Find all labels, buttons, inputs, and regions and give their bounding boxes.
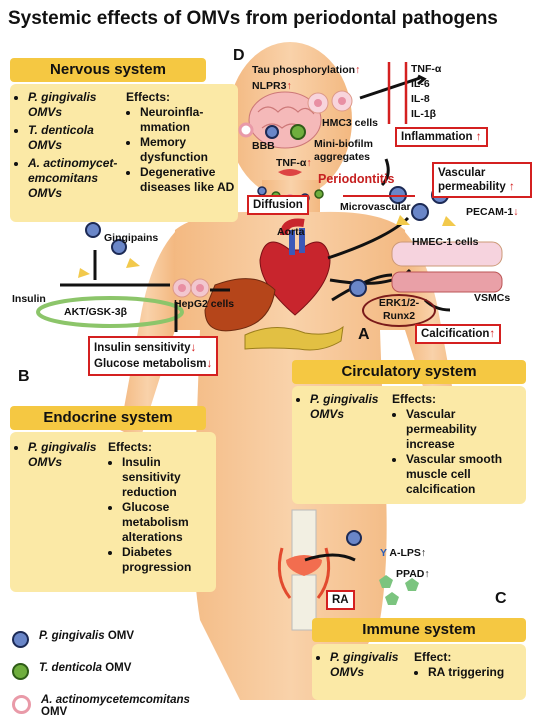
circulatory-effect-2: Vascular smooth muscle cell calcificatio… [406, 452, 524, 497]
circulatory-panel [292, 386, 526, 504]
pecam-label: PECAM-1↓ [466, 206, 519, 218]
immune-effects: Effect: RA triggering [414, 650, 524, 680]
endocrine-sources: P. gingivalis OMVs [14, 440, 110, 470]
nervous-source-1: P. gingivalis OMVs [28, 90, 118, 120]
nervous-sources: P. gingivalis OMVs T. denticola OMVs A. … [14, 90, 118, 201]
endocrine-panel [10, 432, 216, 592]
endocrine-heading: Endocrine system [10, 406, 206, 430]
endocrine-effects: Effects: Insulin sensitivity reduction G… [108, 440, 214, 575]
immune-heading: Immune system [312, 618, 526, 642]
ra-box: RA [326, 590, 355, 610]
legend-item-td: T. denticola OMV [12, 662, 302, 680]
insulin-glucose-box: Insulin sensitivity↓ Glucose metabolism↓ [88, 336, 219, 376]
immune-effect-1: RA triggering [428, 665, 524, 680]
legend: P. gingivalis OMV T. denticola OMV A. ac… [12, 630, 302, 718]
gingipains-label: Gingipains [104, 232, 159, 244]
circulatory-effects: Effects: Vascular permeability increase … [392, 392, 524, 497]
vascular-cells [78, 186, 503, 546]
label-c: C [495, 590, 507, 607]
nervous-heading: Nervous system [10, 58, 206, 82]
tau-label: Tau phosphorylation↑ [252, 64, 361, 76]
nervous-effects: Effects: Neuroinfla-mmation Memory dysfu… [126, 90, 236, 195]
hmc3-label: HMC3 cells [322, 117, 379, 129]
alps-label: Y A-LPS↑ [380, 547, 427, 559]
endocrine-source-1: P. gingivalis OMVs [28, 440, 110, 470]
immune-source-1: P. gingivalis OMVs [330, 650, 408, 680]
nervous-source-2: T. denticola OMVs [28, 123, 118, 153]
biofilm-label: Mini-biofilm aggregates [314, 138, 373, 163]
hmec-label: HMEC-1 cells [412, 236, 479, 248]
legend-item-pg: P. gingivalis OMV [12, 630, 302, 648]
heart-graphic [259, 218, 331, 316]
immune-panel [312, 644, 526, 700]
vascular-permeability-box: Vascular permeability ↑ [432, 162, 532, 198]
nlpr3-label: NLPR3↑ [252, 80, 292, 92]
liver-graphic [204, 278, 276, 332]
erk-label: ERK1/2-Runx2 [362, 294, 436, 327]
page-title: Systemic effects of OMVs from periodonta… [8, 8, 498, 29]
pancreas-graphic [244, 325, 344, 351]
bbb-label: BBB [252, 140, 275, 152]
circulatory-source-1: P. gingivalis OMVs [310, 392, 388, 422]
nervous-source-3: A. actinomycet-emcomitans OMVs [28, 156, 118, 201]
vsmcs-label: VSMCs [474, 292, 511, 304]
insulin-label: Insulin [12, 293, 46, 305]
ppad-label: PPAD↑ [396, 568, 430, 580]
endocrine-effect-2: Glucose metabolism alterations [122, 500, 214, 545]
aorta-label: Aorta [277, 226, 305, 238]
label-b: B [18, 368, 30, 385]
label-a: A [358, 326, 370, 343]
hepg2-label: HepG2 cells [174, 298, 235, 310]
circulatory-heading: Circulatory system [292, 360, 526, 384]
legend-item-aa: A. actinomycetemcomitans OMV [12, 694, 302, 718]
nervous-effect-2: Memory dysfunction [140, 135, 236, 165]
endocrine-effect-3: Diabetes progression [122, 545, 214, 575]
tnf-bbb-label: TNF-α↑ [276, 157, 312, 169]
legend-dot-td [12, 663, 29, 680]
calcification-box: Calcification↑ [415, 324, 502, 344]
nervous-effect-3: Degenerative diseases like AD [140, 165, 236, 195]
legend-dot-aa [12, 695, 31, 714]
cytokine-list: TNF-α IL-6 IL-8 IL-1β [411, 63, 442, 120]
legend-dot-pg [12, 631, 29, 648]
circulatory-sources: P. gingivalis OMVs [296, 392, 388, 422]
inflammation-box: Inflammation ↑ [395, 127, 488, 147]
periodontitis-label: Periodontitis [318, 172, 395, 186]
immune-sources: P. gingivalis OMVs [316, 650, 408, 680]
diffusion-box: Diffusion [247, 195, 309, 215]
endocrine-effect-1: Insulin sensitivity reduction [122, 455, 214, 500]
circulatory-effect-1: Vascular permeability increase [406, 407, 524, 452]
microvascular-label: Microvascular [340, 201, 411, 213]
label-d: D [233, 47, 245, 64]
akt-label: AKT/GSK-3β [64, 306, 127, 318]
nervous-panel [10, 84, 238, 222]
nervous-effect-1: Neuroinfla-mmation [140, 105, 236, 135]
